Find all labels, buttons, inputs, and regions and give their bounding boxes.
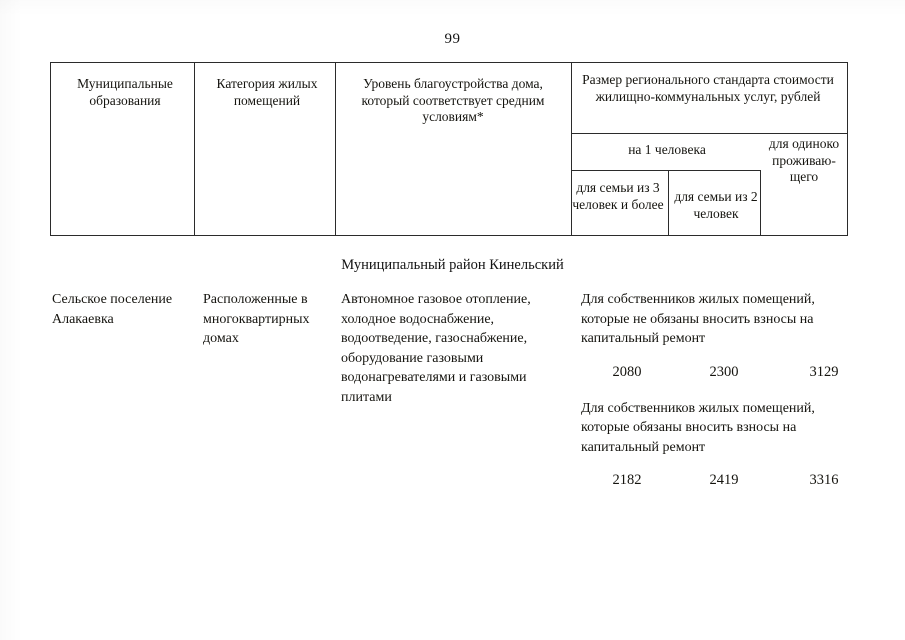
column-divider-1 [194, 62, 195, 236]
column-divider-3 [571, 62, 572, 236]
rates-group-1-values: 2080 2300 3129 [581, 363, 856, 385]
rate-group2-single-resident: 3316 [809, 472, 839, 488]
header-rule-2 [571, 170, 761, 171]
page-number: 99 [444, 31, 461, 47]
cell-settlement: Сельское поселение Алакаевка [52, 292, 173, 327]
rates-group-2-values: 2182 2419 3316 [581, 471, 856, 493]
table-header: Муниципальные образования Категория жилы… [50, 62, 848, 236]
header-single-resident: для одиноко проживаю-щего [768, 136, 840, 184]
header-amenity-level: Уровень благоустройства дома, который со… [361, 76, 545, 124]
cell-amenity-level: Автономное газовое отопление, холодное в… [341, 292, 531, 405]
subcolumn-divider-b [760, 170, 761, 236]
column-divider-2 [335, 62, 336, 236]
rates-group-1-label: Для собственников жилых помещений, котор… [581, 292, 815, 346]
header-family-of-3: для семьи из 3 человек и более [572, 180, 664, 212]
header-family-of-2: для семьи из 2 человек [674, 189, 758, 221]
header-municipalities: Муниципальные образования [77, 76, 173, 108]
header-rule-1 [571, 133, 848, 134]
cell-housing-category: Расположенные в многоквартирных домах [203, 292, 310, 346]
rates-group-2-label: Для собственников жилых помещений, котор… [581, 400, 815, 455]
rate-group2-family-of-3: 2182 [612, 472, 642, 488]
rate-group1-family-of-3: 2080 [612, 363, 642, 380]
cell-rates: Для собственников жилых помещений, котор… [581, 290, 856, 507]
rate-group1-family-of-2: 2300 [709, 363, 739, 380]
table-row: Сельское поселение Алакаевка Расположенн… [0, 290, 905, 490]
table-outer-border [50, 62, 848, 236]
header-housing-category: Категория жилых помещений [216, 76, 318, 108]
header-per-person: на 1 человека [628, 142, 706, 157]
rate-group2-family-of-2: 2419 [709, 472, 739, 488]
rate-group1-single-resident: 3129 [809, 363, 839, 380]
subcolumn-divider-c [668, 170, 669, 236]
header-standard-size: Размер регионального стандарта стоимости… [582, 72, 834, 104]
district-caption: Муниципальный район Кинельский [341, 257, 564, 273]
